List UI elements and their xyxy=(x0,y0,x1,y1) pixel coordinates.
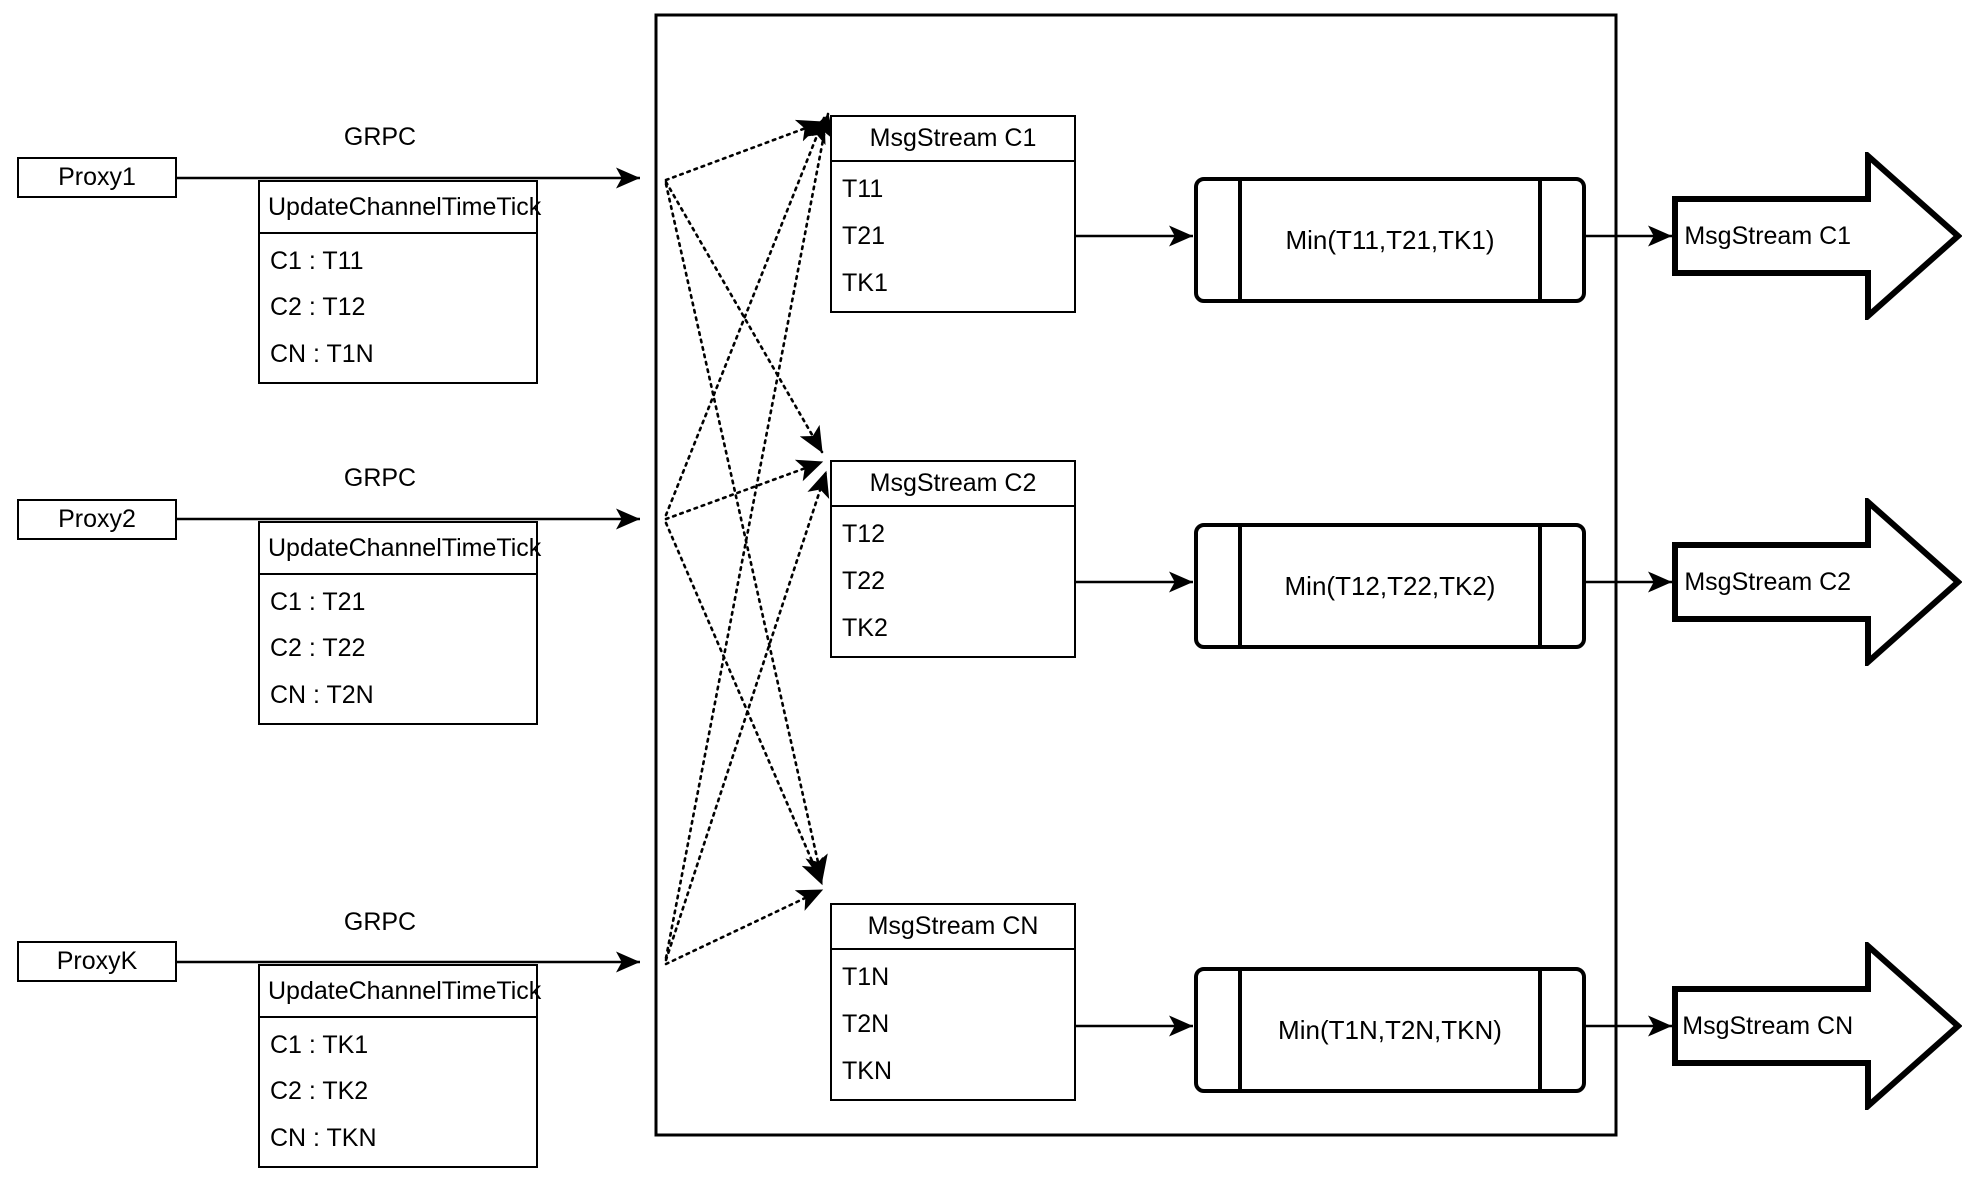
timetick-entry: C2 : T12 xyxy=(270,293,366,322)
process-bar-right xyxy=(1538,523,1542,649)
msgstream-buffer-title-2: MsgStream C2 xyxy=(832,462,1074,507)
process-bar-left xyxy=(1238,967,1242,1093)
msgstream-buffer-2[interactable]: MsgStream C2 T12 T22 TK2 xyxy=(830,460,1076,658)
timetick-entry: CN : TKN xyxy=(270,1124,377,1153)
process-bar-left xyxy=(1238,177,1242,303)
timetick-entry: C1 : TK1 xyxy=(270,1030,369,1059)
msgstream-tick: T2N xyxy=(842,1010,890,1038)
update-channel-timetick-title-1: UpdateChannelTimeTick xyxy=(260,182,541,234)
msgstream-tick: T21 xyxy=(842,222,886,250)
update-channel-timetick-box-3[interactable]: UpdateChannelTimeTick C1 : TK1 C2 : TK2 … xyxy=(258,964,541,1168)
process-bar-right xyxy=(1538,177,1542,303)
timetick-entry: CN : T2N xyxy=(270,681,374,710)
proxy-label-1: Proxy1 xyxy=(58,163,136,191)
proxy-label-2: Proxy2 xyxy=(58,505,136,533)
min-process-label-1: Min(T11,T21,TK1) xyxy=(1285,224,1495,255)
msgstream-tick: TK2 xyxy=(842,614,888,642)
msgstream-tick: TKN xyxy=(842,1057,892,1085)
timetick-entry: CN : T1N xyxy=(270,340,374,369)
update-channel-timetick-title-3: UpdateChannelTimeTick xyxy=(260,966,541,1018)
grpc-label-1: GRPC xyxy=(343,123,417,151)
timetick-entry: C1 : T21 xyxy=(270,587,366,616)
timetick-entry: C1 : T11 xyxy=(270,246,364,275)
msgstream-buffer-title-3: MsgStream CN xyxy=(832,905,1074,950)
block-arrow-shape-icon xyxy=(1672,495,1963,669)
min-process-label-2: Min(T12,T22,TK2) xyxy=(1284,570,1496,601)
msgstream-tick: T11 xyxy=(842,175,884,203)
output-block-arrow-1[interactable]: MsgStream C1 xyxy=(1672,149,1963,323)
proxy-box-1[interactable]: Proxy1 xyxy=(17,157,177,198)
msgstream-buffer-3[interactable]: MsgStream CN T1N T2N TKN xyxy=(830,903,1076,1101)
process-bar-left xyxy=(1238,523,1242,649)
msgstream-tick: TK1 xyxy=(842,269,888,297)
proxy-label-3: ProxyK xyxy=(56,947,138,975)
grpc-label-2: GRPC xyxy=(343,464,417,492)
output-block-arrow-2[interactable]: MsgStream C2 xyxy=(1672,495,1963,669)
grpc-label-3: GRPC xyxy=(343,908,417,936)
block-arrow-shape-icon xyxy=(1672,149,1963,323)
msgstream-tick: T1N xyxy=(842,963,890,991)
msgstream-tick: T12 xyxy=(842,520,886,548)
output-block-arrow-3[interactable]: MsgStream CN xyxy=(1672,939,1963,1113)
update-channel-timetick-box-1[interactable]: UpdateChannelTimeTick C1 : T11 C2 : T12 … xyxy=(258,180,541,384)
min-process-2[interactable]: Min(T12,T22,TK2) xyxy=(1194,523,1586,649)
min-process-3[interactable]: Min(T1N,T2N,TKN) xyxy=(1194,967,1586,1093)
process-bar-right xyxy=(1538,967,1542,1093)
msgstream-buffer-1[interactable]: MsgStream C1 T11 T21 TK1 xyxy=(830,115,1076,313)
update-channel-timetick-title-2: UpdateChannelTimeTick xyxy=(260,523,541,575)
update-channel-timetick-box-2[interactable]: UpdateChannelTimeTick C1 : T21 C2 : T22 … xyxy=(258,521,541,725)
msgstream-tick: T22 xyxy=(842,567,886,595)
block-arrow-shape-icon xyxy=(1672,939,1963,1113)
timetick-entry: C2 : TK2 xyxy=(270,1077,369,1106)
min-process-1[interactable]: Min(T11,T21,TK1) xyxy=(1194,177,1586,303)
proxy-box-2[interactable]: Proxy2 xyxy=(17,499,177,540)
timetick-entry: C2 : T22 xyxy=(270,634,366,663)
min-process-label-3: Min(T1N,T2N,TKN) xyxy=(1278,1014,1502,1045)
proxy-box-3[interactable]: ProxyK xyxy=(17,941,177,982)
msgstream-buffer-title-1: MsgStream C1 xyxy=(832,117,1074,162)
